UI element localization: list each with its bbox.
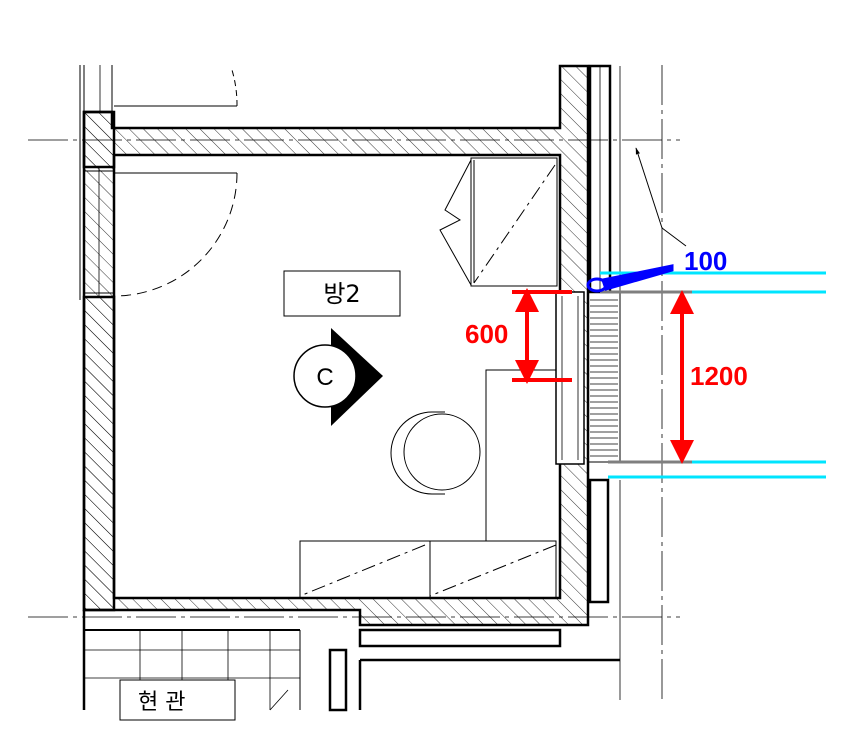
- gray-guides: [600, 290, 692, 464]
- window-hatch: [590, 299, 618, 457]
- room-label: 방2: [323, 280, 360, 308]
- wardrobe: [439, 157, 558, 287]
- chair: [390, 411, 481, 495]
- bed: [299, 540, 557, 599]
- doors: [113, 69, 238, 297]
- dimension-1200: 1200: [690, 361, 748, 391]
- bottom-walls: [82, 610, 620, 712]
- red-dimension-600: [512, 288, 572, 384]
- left-wall: [79, 65, 116, 612]
- dimension-600: 600: [465, 319, 508, 349]
- blue-dimension-100: [586, 264, 674, 293]
- leader-arrow: [635, 147, 687, 247]
- desk: [485, 369, 556, 541]
- dimension-100: 100: [684, 246, 727, 276]
- elevation-marker-icon: C: [293, 328, 383, 426]
- tiled-floor: [84, 630, 300, 721]
- room-label-box: 방2: [283, 270, 401, 317]
- lower-room-label: 현 관: [138, 690, 185, 715]
- camera-label: C: [316, 364, 333, 391]
